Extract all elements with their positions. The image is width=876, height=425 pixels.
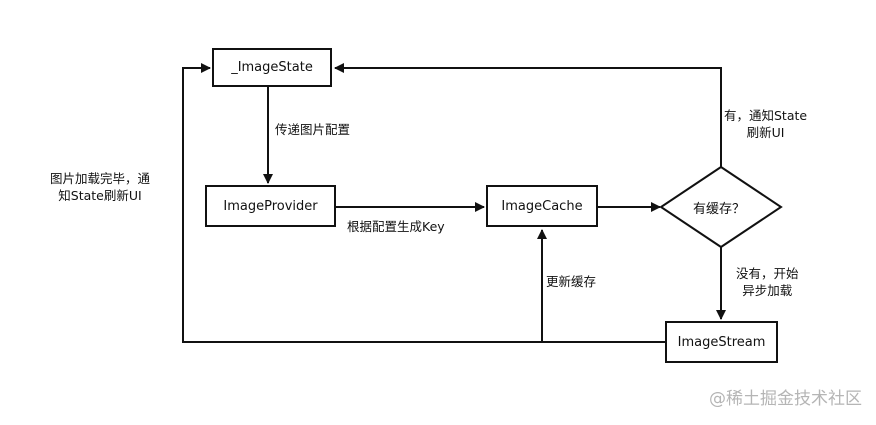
edge-label-notify-refresh: 有，通知State 刷新UI (724, 107, 807, 141)
node-image-provider-label: ImageProvider (223, 198, 318, 214)
edge-label-notify-refresh-line1: 有，通知State (724, 108, 808, 123)
node-image-state-label: _ImageState (231, 60, 313, 75)
edge-label-pass-config: 传递图片配置 (275, 122, 351, 137)
node-image-stream-label: ImageStream (677, 334, 766, 350)
edge-decision-yes-to-state (334, 63, 722, 167)
decision-label: 有缓存？ (693, 202, 746, 217)
edge-label-notify-refresh-line2: 刷新UI (746, 125, 785, 140)
edge-label-async-load: 没有，开始 异步加载 (736, 265, 799, 299)
edge-label-update-cache: 更新缓存 (546, 274, 597, 289)
watermark: @稀土掘金技术社区 (709, 389, 862, 409)
edge-label-async-load-line1: 没有，开始 (736, 266, 799, 281)
edge-label-load-done: 图片加载完毕，通 知State刷新UI (50, 170, 150, 204)
edge-label-load-done-line2: 知State刷新UI (58, 188, 142, 203)
edge-label-async-load-line2: 异步加载 (742, 283, 793, 298)
decision-diamond (659, 165, 783, 249)
edge-label-load-done-line1: 图片加载完毕，通 (50, 171, 151, 186)
node-image-cache-label: ImageCache (501, 198, 583, 214)
edge-label-gen-key: 根据配置生成Key (347, 219, 445, 234)
node-image-provider: ImageProvider (205, 185, 336, 227)
node-image-stream: ImageStream (665, 321, 778, 363)
node-image-state: _ImageState (212, 48, 332, 87)
edge-stream-to-state (182, 63, 665, 343)
node-image-cache: ImageCache (486, 185, 598, 227)
